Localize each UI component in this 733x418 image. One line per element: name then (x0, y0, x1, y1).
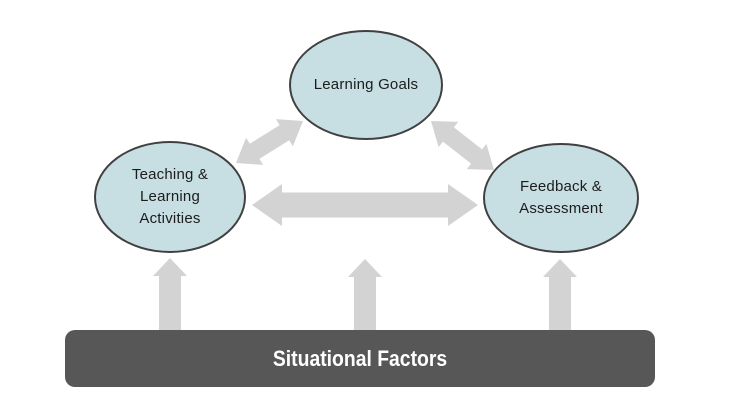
node-feedback-assessment: Feedback & Assessment (483, 143, 639, 253)
node-learning-goals: Learning Goals (289, 30, 443, 140)
feedback-assessment-label: Feedback & Assessment (519, 178, 603, 217)
arrow-goals-feedback-icon (431, 121, 494, 170)
learning-goals-label: Learning Goals (313, 76, 419, 94)
arrow-up-right-icon (543, 259, 577, 331)
bar-situational-factors: Situational Factors (65, 330, 655, 387)
teaching-learning-activities-label: Teaching & Learning Activities (131, 166, 209, 227)
arrow-activities-feedback-icon (252, 184, 478, 226)
arrow-up-left-icon (153, 258, 187, 331)
situational-factors-label: Situational Factors (272, 345, 448, 371)
node-teaching-learning-activities: Teaching & Learning Activities (94, 141, 246, 253)
arrow-goals-activities-icon (236, 119, 303, 165)
arrow-up-middle-icon (348, 259, 382, 331)
